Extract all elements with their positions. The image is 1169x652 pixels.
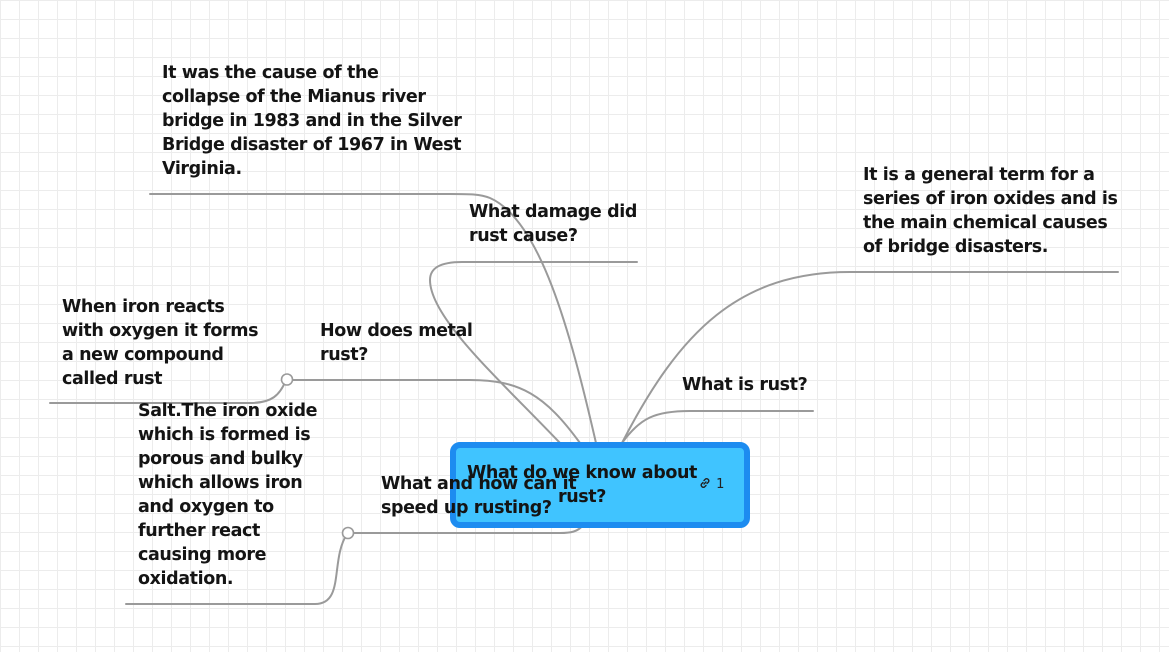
topic-how-rust-answer[interactable]: When iron reacts with oxygen it forms a … [62,297,259,389]
link-count: 1 [716,477,725,492]
central-topic-title: What do we know about rust? [467,463,697,507]
connector-damage-answer [149,193,597,444]
connector-what-is-rust [621,410,814,444]
connector-what-is-rust-answer [621,271,1119,444]
topic-what-is-rust[interactable]: What is rust? [682,375,808,395]
topic-what-is-rust-answer[interactable]: It is a general term for a series of iro… [863,165,1118,257]
topic-how-rust-question[interactable]: How does metal rust? [320,321,473,365]
topic-speed-answer[interactable]: Salt.The iron oxide which is formed is p… [138,401,318,589]
connector-how-rust-question [287,379,581,444]
link-icon [700,478,710,488]
connector-speed-answer [125,533,348,605]
topic-damage-answer[interactable]: It was the cause of the collapse of the … [162,63,462,179]
topic-speed-question[interactable]: What and how can it speed up rusting? [381,474,577,518]
collapse-toggle-how-rust [280,373,294,386]
link-badge[interactable]: 1 [698,476,724,492]
topic-damage-question[interactable]: What damage did rust cause? [469,202,637,246]
central-topic-node[interactable] [450,442,750,528]
collapse-toggle-speed [341,526,355,540]
connector-damage-question [428,261,638,444]
